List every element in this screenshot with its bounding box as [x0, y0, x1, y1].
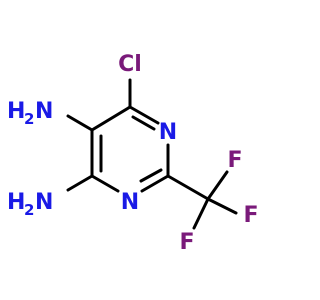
bond-c6-n1-inner: [131, 115, 156, 131]
nh2-bottom-h: H: [7, 190, 25, 215]
bond-cf3-f1: [206, 170, 229, 201]
bond-cf3-f3: [192, 197, 210, 230]
bond-c4-n3: [90, 174, 120, 193]
atom-f-bottom: F: [179, 230, 194, 255]
nh2-bottom-sub: 2: [24, 201, 34, 219]
nh2-top-sub: 2: [24, 110, 34, 128]
nh2-bottom-n: N: [35, 190, 53, 215]
bond-cf3-f2: [206, 197, 238, 215]
bond-n3-c2: [140, 174, 170, 193]
bond-c4-nh2: [66, 174, 94, 192]
group-nh2-bottom: H 2 N: [7, 190, 53, 219]
nh2-top-n: N: [35, 99, 53, 124]
nh2-top-h: H: [7, 99, 25, 124]
atom-n3: N: [121, 190, 139, 215]
structure-canvas: Cl N N H 2 N H 2 N F F F: [7, 52, 259, 255]
atom-n1: N: [159, 120, 177, 145]
atom-f-right: F: [243, 203, 258, 228]
molecule-structure: Cl N N H 2 N H 2 N F F F: [7, 52, 259, 255]
bonds: [66, 78, 238, 230]
bond-c2-cf3: [166, 174, 210, 201]
bond-c5-nh2: [66, 114, 94, 132]
group-nh2-top: H 2 N: [7, 99, 53, 128]
bond-c6-n1: [128, 105, 160, 125]
atom-f-top: F: [227, 148, 242, 173]
atom-cl: Cl: [118, 52, 142, 77]
bond-n3-c2-inner: [139, 168, 163, 183]
bond-c6-c5: [90, 105, 132, 132]
